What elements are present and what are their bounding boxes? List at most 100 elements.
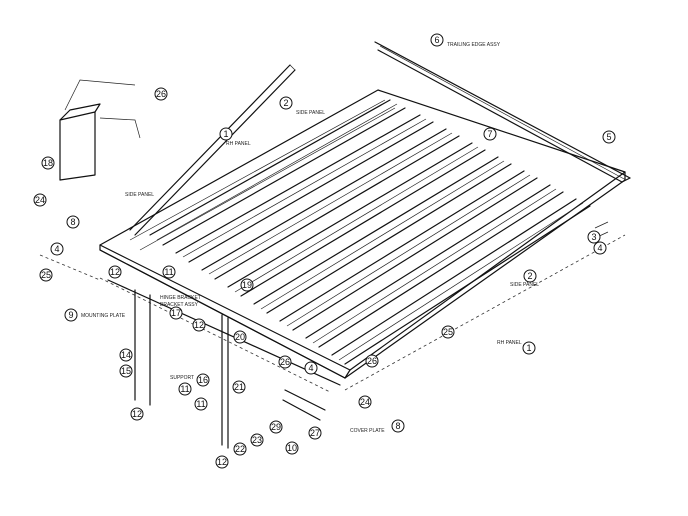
svg-text:10: 10 <box>287 443 297 453</box>
callout-24-left: 24 <box>33 193 47 207</box>
svg-text:24: 24 <box>360 397 370 407</box>
svg-text:12: 12 <box>110 267 120 277</box>
callout-14: 15 <box>119 364 133 378</box>
callout-29: 29 <box>269 420 283 434</box>
callout-19: 20 <box>233 330 247 344</box>
svg-text:21: 21 <box>234 382 244 392</box>
callout-2-top: 2 <box>279 96 293 110</box>
svg-text:14: 14 <box>121 350 131 360</box>
callout-13: 14 <box>119 348 133 362</box>
callout-22: 23 <box>250 433 264 447</box>
callout-12-a: 12 <box>108 265 122 279</box>
callout-24-right: 25 <box>441 325 455 339</box>
label-part-3: SIDE PANEL <box>125 192 154 198</box>
side-rail-top <box>129 64 296 236</box>
callout-2-right: 2 <box>523 269 537 283</box>
svg-text:19: 19 <box>242 280 252 290</box>
svg-text:26: 26 <box>367 356 377 366</box>
callout-25-bottom: 26 <box>365 354 379 368</box>
svg-text:25: 25 <box>443 327 453 337</box>
svg-text:7: 7 <box>487 129 492 139</box>
label-part-2-top: SIDE PANEL <box>296 110 325 116</box>
svg-text:24: 24 <box>35 195 45 205</box>
post-right <box>282 389 326 421</box>
svg-text:4: 4 <box>308 363 313 373</box>
svg-text:22: 22 <box>235 444 245 454</box>
svg-text:23: 23 <box>252 435 262 445</box>
label-part-15: SUPPORT <box>170 375 194 381</box>
svg-text:20: 20 <box>235 332 245 342</box>
svg-text:12: 12 <box>217 457 227 467</box>
callout-20: 21 <box>232 380 246 394</box>
callout-8-right: 8 <box>391 419 405 433</box>
callout-26-bottom: 26 <box>278 355 292 369</box>
post-center <box>221 314 229 449</box>
svg-text:12: 12 <box>194 320 204 330</box>
callout-12-c: 12 <box>130 407 144 421</box>
label-part-6: TRAILING EDGE ASSY <box>447 42 501 48</box>
label-part-1-top: RH PANEL <box>226 141 251 147</box>
label-part-9: MOUNTING PLATE <box>81 313 126 319</box>
svg-text:12: 12 <box>132 409 142 419</box>
svg-text:4: 4 <box>54 244 59 254</box>
callout-9: 9 <box>64 308 78 322</box>
svg-text:27: 27 <box>310 428 320 438</box>
front-beam <box>99 249 346 393</box>
callout-4-right: 4 <box>593 241 607 255</box>
callout-21: 22 <box>233 442 247 456</box>
trailing-edge-assy <box>374 41 631 183</box>
callout-6: 6 <box>430 33 444 47</box>
callout-3: 3 <box>587 230 601 244</box>
post-left <box>134 289 151 406</box>
svg-text:4: 4 <box>597 243 602 253</box>
svg-text:11: 11 <box>196 399 205 409</box>
svg-text:2: 2 <box>527 271 532 281</box>
svg-text:11: 11 <box>164 267 173 277</box>
box-component <box>59 79 141 181</box>
svg-text:1: 1 <box>526 343 531 353</box>
label-part-11-a: HINGE BRACKET <box>160 295 201 301</box>
svg-text:16: 16 <box>198 375 208 385</box>
svg-text:8: 8 <box>395 421 400 431</box>
callout-23: 24 <box>358 395 372 409</box>
callout-8-left: 8 <box>66 215 80 229</box>
callout-11-c: 11 <box>194 397 208 411</box>
svg-text:3: 3 <box>591 232 596 242</box>
svg-text:8: 8 <box>70 217 75 227</box>
callout-25-left: 25 <box>39 268 53 282</box>
svg-text:6: 6 <box>434 35 439 45</box>
svg-text:5: 5 <box>606 132 611 142</box>
label-part-8-right: COVER PLATE <box>350 428 385 434</box>
corrugated-panels <box>149 99 591 365</box>
callout-17: 17 <box>169 306 183 320</box>
ground-lines <box>39 234 626 391</box>
svg-text:15: 15 <box>121 366 131 376</box>
svg-text:17: 17 <box>171 308 181 318</box>
svg-text:9: 9 <box>68 310 73 320</box>
callout-11-b: 11 <box>178 382 192 396</box>
callout-1-top: 1 <box>219 127 233 141</box>
svg-text:26: 26 <box>156 89 166 99</box>
svg-text:29: 29 <box>271 422 281 432</box>
svg-text:18: 18 <box>43 158 53 168</box>
callout-5: 5 <box>602 130 616 144</box>
callout-26-top: 26 <box>154 87 168 101</box>
callout-4-left: 4 <box>50 242 64 256</box>
callout-27: 27 <box>308 426 322 440</box>
callout-15: 16 <box>196 373 210 387</box>
callout-7: 7 <box>483 127 497 141</box>
callout-16: 18 <box>41 156 55 170</box>
svg-text:1: 1 <box>223 129 228 139</box>
callout-4-bottom: 4 <box>304 361 318 375</box>
svg-text:25: 25 <box>41 270 51 280</box>
callout-1-bottom: 1 <box>522 341 536 355</box>
callout-12-b: 12 <box>192 318 206 332</box>
label-part-1-bottom: RH PANEL <box>497 340 522 346</box>
svg-text:26: 26 <box>280 357 290 367</box>
label-part-11-b: BRACKET ASSY <box>160 302 199 308</box>
label-part-2-right: SIDE PANEL <box>510 282 539 288</box>
callout-10: 10 <box>285 441 299 455</box>
svg-text:11: 11 <box>180 384 189 394</box>
callout-12-d: 12 <box>215 455 229 469</box>
